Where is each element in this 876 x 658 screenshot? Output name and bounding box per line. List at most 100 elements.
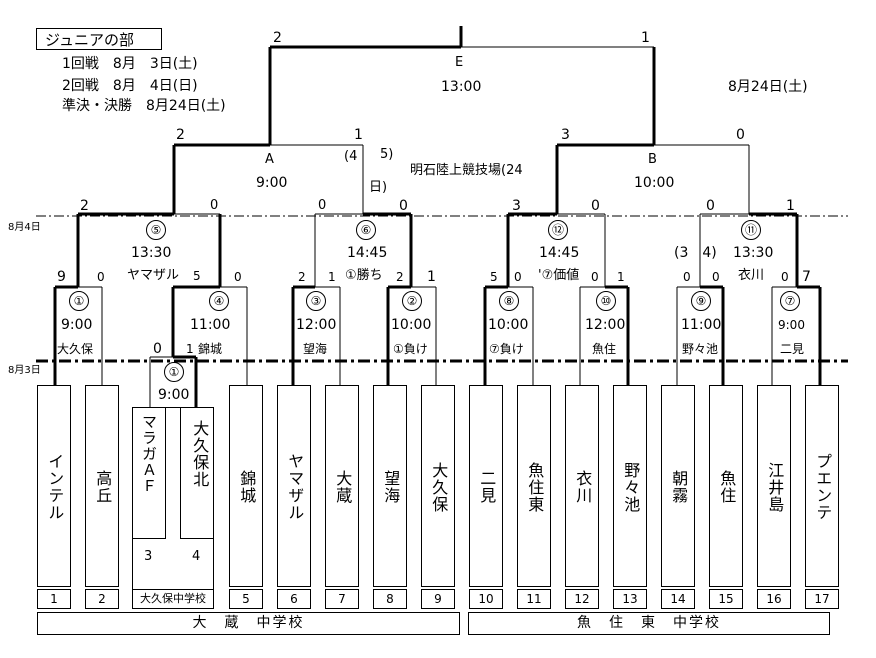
team-box-3: マラガＡＦ: [132, 407, 166, 539]
m1-venue: 大久保: [57, 342, 94, 356]
team-number-15: 15: [709, 589, 743, 609]
m4-venue: 錦城: [198, 342, 223, 356]
team-number-12: 12: [565, 589, 599, 609]
m1-number: ①: [69, 291, 89, 311]
date-label-aug3: 8月3日: [8, 365, 41, 376]
m3-time: 12:00: [296, 317, 337, 333]
team-number-11: 11: [517, 589, 551, 609]
team-box-1: インテル: [37, 385, 71, 587]
venue-day: 日): [369, 180, 388, 195]
team-name-6: ヤマザル: [285, 453, 305, 521]
m4-score-left: 5: [193, 269, 201, 283]
m11-time: 13:30: [733, 245, 774, 261]
team-box-13: 野々池: [613, 385, 647, 587]
m12-number: ⑫: [548, 220, 568, 240]
team-box-12: 衣川: [565, 385, 599, 587]
final-score-right: 1: [641, 30, 650, 46]
team-number-7: 7: [325, 589, 359, 609]
team-name-7: 大蔵: [333, 470, 353, 504]
team-box-8: 望海: [373, 385, 407, 587]
m2-time: 10:00: [391, 317, 432, 333]
m7-venue: 二見: [780, 342, 805, 356]
venue-label: 明石陸上競技場(24: [410, 163, 523, 178]
m4-number: ④: [209, 291, 229, 311]
date-label-aug4: 8月4日: [8, 222, 41, 233]
team-box-7: 大蔵: [325, 385, 359, 587]
m6-time: 14:45: [347, 245, 388, 261]
m9-time: 11:00: [681, 317, 722, 333]
m5-number: ⑤: [146, 220, 166, 240]
m5-score-right: 0: [210, 198, 219, 213]
team-name-17: プエンテ: [813, 453, 833, 521]
team-name-10: 二見: [477, 470, 497, 504]
m7-number: ⑦: [780, 291, 800, 311]
team-name-3: マラガＡＦ: [140, 414, 158, 494]
team-number-10: 10: [469, 589, 503, 609]
m10-venue: 魚住: [592, 342, 617, 356]
team-box-4: 大久保北: [180, 407, 214, 539]
m2-score-left: 2: [396, 270, 404, 284]
uozumihigashi-jhs-label: 魚 住 東 中学校: [468, 612, 830, 635]
schedule-round2: 2回戦 8月 4日(日): [62, 78, 198, 94]
team-box-5: 錦城: [229, 385, 263, 587]
final-score-left: 2: [273, 30, 282, 46]
semiA-score-right: 1: [354, 127, 363, 143]
m12-venue: '⑦価値: [538, 268, 580, 283]
team-number-9: 9: [421, 589, 455, 609]
m4-score-right: 0: [234, 270, 242, 284]
m11-number: ⑪: [741, 220, 761, 240]
m7-score-left: 0: [781, 270, 789, 284]
m12-time: 14:45: [539, 245, 580, 261]
mini-number-4: 4: [192, 549, 201, 564]
mini-number-3: 3: [144, 549, 153, 564]
team-number-16: 16: [757, 589, 791, 609]
team-box-15: 魚住: [709, 385, 743, 587]
semiB-score-right: 0: [736, 127, 745, 143]
m1-time: 9:00: [61, 317, 93, 333]
team-name-12: 衣川: [573, 470, 593, 504]
m10-number: ⑩: [596, 291, 616, 311]
team-number-14: 14: [661, 589, 695, 609]
m10-time: 12:00: [585, 317, 626, 333]
okubo-jhs-label: 大久保中学校: [132, 589, 214, 609]
team-name-14: 朝霧: [669, 470, 689, 504]
m6-score-right: 0: [399, 198, 408, 214]
final-date: 8月24日(土): [728, 79, 808, 95]
team-number-5: 5: [229, 589, 263, 609]
prelim-score-right: 1: [186, 342, 194, 356]
semiB-label: B: [648, 152, 657, 167]
m8-score-left: 5: [490, 270, 498, 284]
team-box-9: 大久保: [421, 385, 455, 587]
team-name-5: 錦城: [237, 470, 257, 504]
semiA-score-left: 2: [176, 127, 185, 143]
semiA-label: A: [265, 152, 274, 167]
team-number-1: 1: [37, 589, 71, 609]
m7-time: 9:00: [778, 318, 805, 332]
team-name-13: 野々池: [621, 462, 641, 513]
venue-paren-open: (4: [344, 149, 358, 164]
m6-venue: ①勝ち: [345, 268, 383, 283]
venue-paren-5: 5): [380, 147, 394, 162]
m5-time: 13:30: [131, 245, 172, 261]
okura-jhs-label: 大 蔵 中学校: [37, 612, 460, 635]
m3-score-left: 2: [298, 270, 306, 284]
team-box-2: 高丘: [85, 385, 119, 587]
m2-score-right: 1: [427, 269, 436, 285]
final-time: 13:00: [441, 79, 482, 95]
m11-paren: (3 4): [674, 245, 717, 261]
team-number-6: 6: [277, 589, 311, 609]
m11-score-left: 0: [706, 198, 715, 214]
m9-score-right: 0: [712, 270, 720, 284]
m10-score-right: 1: [617, 270, 625, 284]
m1-score-left: 9: [57, 269, 66, 285]
m7-score-right: 7: [802, 269, 811, 285]
m5-score-left: 2: [80, 198, 89, 214]
team-box-17: プエンテ: [805, 385, 839, 587]
prelim-time: 9:00: [158, 387, 190, 403]
team-number-2: 2: [85, 589, 119, 609]
m12-score-right: 0: [591, 198, 600, 214]
m8-venue: ⑦負け: [489, 342, 524, 356]
prelim-number: ①: [164, 362, 184, 382]
